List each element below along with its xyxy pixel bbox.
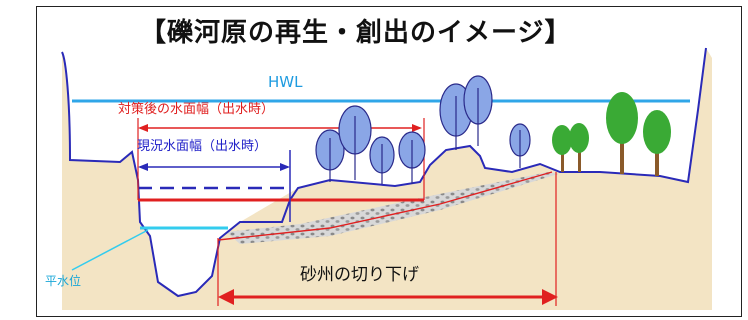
sandbar-cut-arrow-left [218, 289, 234, 305]
sand-ground [62, 48, 712, 310]
diagram-title: 【礫河原の再生・創出のイメージ】 [140, 18, 572, 48]
hwl-label: HWL [268, 73, 303, 91]
cut-line [217, 171, 553, 241]
current-width-arrow-right [280, 163, 290, 171]
after-width-label: 対策後の水面幅（出水時） [118, 102, 275, 117]
after-width-arrow-right [412, 124, 422, 132]
green-tree [569, 123, 589, 172]
willow-tree [338, 105, 372, 180]
willow-tree [509, 123, 531, 168]
gravel-layer [226, 172, 558, 244]
riverbed-outline [61, 47, 707, 298]
normal-water-label: 平水位 [45, 274, 82, 288]
diagram-frame [36, 6, 742, 317]
willow-tree [315, 129, 345, 182]
willow-tree [369, 136, 395, 184]
willow-trees [315, 75, 531, 184]
after-width-arrow-left [138, 124, 148, 132]
current-width-arrow-left [138, 163, 148, 171]
sandbar-cut-label: 砂州の切り下げ [300, 265, 419, 285]
willow-tree [398, 131, 426, 184]
green-trees [552, 92, 671, 176]
green-tree [552, 125, 572, 172]
green-tree [643, 110, 671, 176]
normal-water-pointer [71, 229, 149, 271]
current-width-label: 現況水面幅（出水時） [137, 139, 268, 154]
willow-tree [463, 75, 493, 146]
sandbar-cut-arrow-right [542, 289, 558, 305]
green-tree [606, 92, 638, 174]
